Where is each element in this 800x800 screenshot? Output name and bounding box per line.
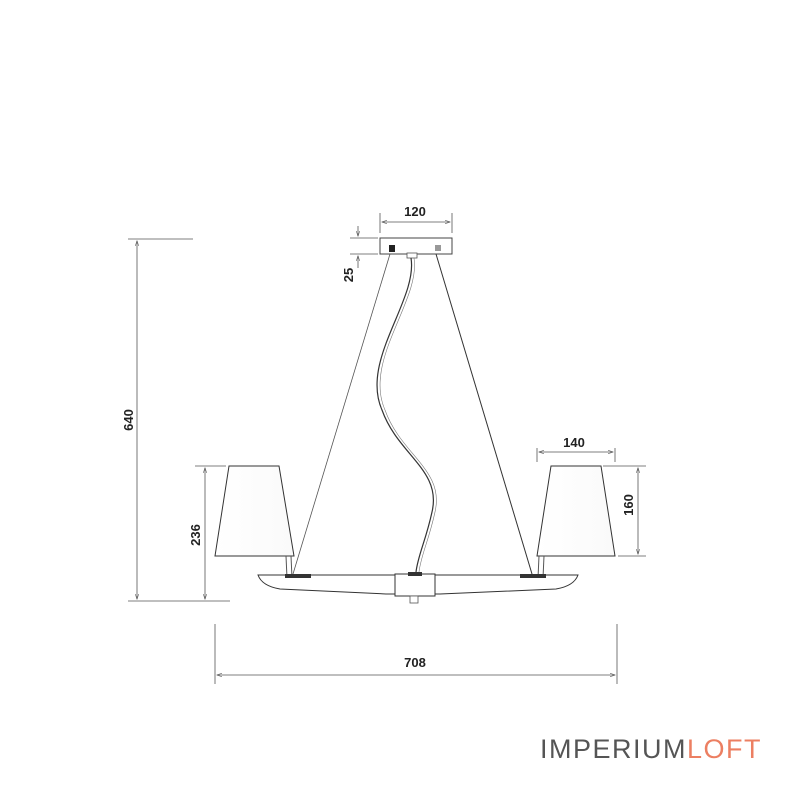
- arm-joint-left: [285, 574, 311, 578]
- cable-clamp: [406, 252, 418, 259]
- canopy-width-label: 120: [404, 204, 426, 219]
- lamp-shade-right: [536, 465, 616, 557]
- dimension-lines: [128, 213, 646, 684]
- canopy-height-label: 25: [341, 268, 356, 282]
- support-wire-left: [292, 253, 391, 575]
- center-hub: [394, 573, 436, 597]
- center-hub-cap: [408, 572, 422, 576]
- lamp-shade-left: [214, 465, 295, 557]
- chandelier: [214, 237, 616, 604]
- canopy-screw-left: [389, 245, 395, 252]
- canopy-screw-right: [435, 245, 441, 251]
- power-cord: [376, 257, 435, 573]
- brand-logo-part1: IMPERIUM: [540, 734, 687, 764]
- brand-logo: IMPERIUMLOFT: [540, 734, 762, 765]
- arm-joint-right: [520, 574, 546, 578]
- total-width-label: 708: [404, 655, 426, 670]
- shade-width-label: 140: [563, 435, 585, 450]
- arm-height-label: 236: [188, 524, 203, 546]
- total-height-label: 640: [121, 409, 136, 431]
- center-finial: [409, 595, 419, 604]
- support-wire-right: [435, 253, 533, 575]
- brand-logo-part2: LOFT: [687, 734, 763, 764]
- shade-height-label: 160: [621, 494, 636, 516]
